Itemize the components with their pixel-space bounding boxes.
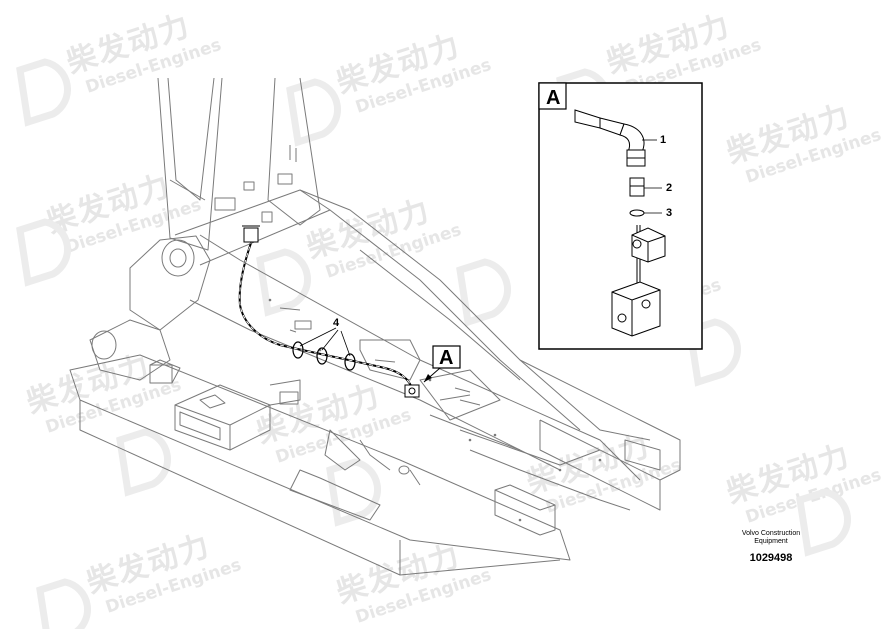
callout-2: 2 <box>666 182 672 194</box>
detail-view-a <box>538 82 703 350</box>
section-a-label: A <box>439 347 453 369</box>
hose-top-fitting <box>242 225 260 243</box>
drawing-footer: Volvo Construction Equipment 1029498 <box>736 530 806 564</box>
callout-3: 3 <box>666 207 672 219</box>
callout-1: 1 <box>660 134 666 146</box>
hose-lower-fitting <box>404 384 420 398</box>
company-name-line1: Volvo Construction <box>741 530 801 537</box>
hydraulic-hose <box>238 239 413 389</box>
company-name-line2: Equipment <box>754 538 788 545</box>
watermark-logo-icons <box>16 58 852 629</box>
hose-clamps <box>292 341 356 371</box>
section-a-marker <box>423 345 461 383</box>
bolt-dots <box>268 298 602 522</box>
callout-4: 4 <box>333 317 340 329</box>
detail-a-label: A <box>546 87 560 109</box>
part-number: 1029498 <box>749 552 793 564</box>
callout-4-leaders <box>299 327 351 357</box>
